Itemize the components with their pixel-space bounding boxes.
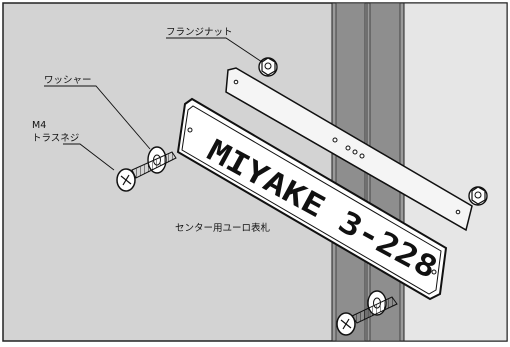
flange-nut-top <box>258 57 278 77</box>
post-screw <box>336 296 398 336</box>
mounting-bracket <box>225 67 473 232</box>
label-washer: ワッシャー <box>44 75 92 86</box>
label-flange-nut: フランジナット <box>166 27 233 38</box>
label-truss-screw: トラスネジ <box>32 133 79 144</box>
label-nameplate: センター用ユーロ表札 <box>175 222 271 234</box>
flange-nut-right <box>468 186 488 206</box>
label-screw-size: M4 <box>32 120 46 131</box>
truss-screw <box>116 151 177 192</box>
callout-lines <box>44 37 263 171</box>
